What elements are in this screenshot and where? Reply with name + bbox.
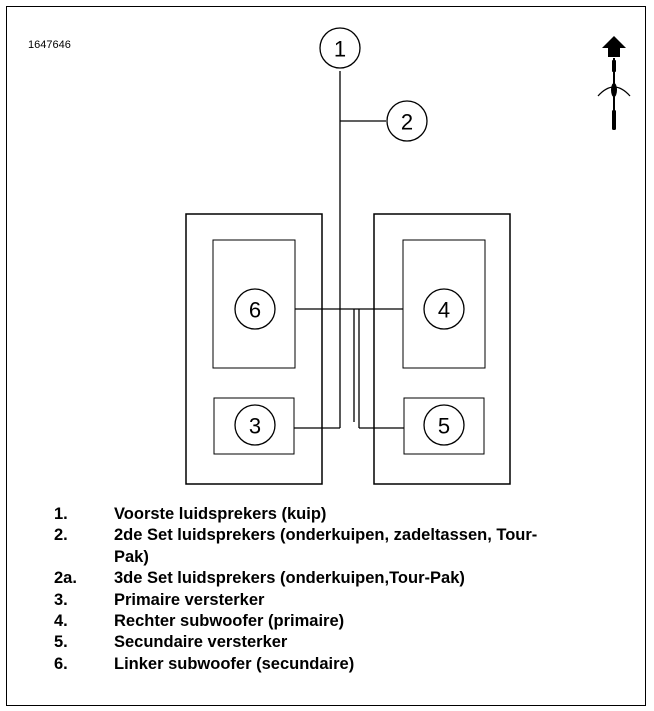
left-subwoofer-box: [212, 239, 296, 369]
callout-circle-1: [319, 27, 361, 69]
legend-number: 4.: [54, 612, 68, 631]
legend-item: 3. Primaire versterker: [54, 590, 634, 611]
legend-item: 1. Voorste luidsprekers (kuip): [54, 504, 634, 525]
callout-label-2: 2: [401, 110, 413, 135]
legend-item: 6. Linker subwoofer (secundaire): [54, 654, 634, 675]
legend-item: 2. 2de Set luidsprekers (onderkuipen, za…: [54, 525, 634, 568]
legend-text: Linker subwoofer (secundaire): [114, 654, 355, 673]
legend-number: 1.: [54, 505, 68, 523]
legend-number: 6.: [54, 654, 68, 673]
callout-circle-6: [234, 288, 276, 330]
legend: 1. Voorste luidsprekers (kuip) 2. 2de Se…: [54, 504, 634, 675]
legend-text: Voorste luidsprekers (kuip): [114, 505, 327, 523]
callout-circle-4: [423, 288, 465, 330]
legend-number: 5.: [54, 633, 68, 652]
legend-item: 4. Rechter subwoofer (primaire): [54, 611, 634, 632]
legend-text: Rechter subwoofer (primaire): [114, 612, 345, 631]
front-direction-icon: [597, 36, 631, 130]
legend-text: 2de Set luidsprekers (onderkuipen, zadel…: [114, 526, 538, 566]
callout-circle-5: [423, 404, 465, 446]
callout-label-3: 3: [249, 414, 261, 439]
callout-label-4: 4: [438, 298, 450, 323]
figure-frame: [6, 6, 646, 706]
primary-amplifier-box: [213, 397, 295, 455]
callout-circle-3: [234, 404, 276, 446]
callout-circle-2: [386, 100, 428, 142]
right-subwoofer-box: [402, 239, 486, 369]
legend-number: 2a.: [54, 569, 77, 588]
wiring-lines: [294, 71, 404, 429]
left-enclosure: [185, 213, 323, 485]
callout-label-1: 1: [334, 37, 346, 62]
callout-label-6: 6: [249, 298, 261, 323]
legend-text: Primaire versterker: [114, 590, 265, 609]
secondary-amplifier-box: [403, 397, 485, 455]
right-enclosure: [373, 213, 511, 485]
legend-text: 3de Set luidsprekers (onderkuipen,Tour-P…: [114, 569, 465, 588]
legend-number: 2.: [54, 526, 68, 545]
callout-label-5: 5: [438, 414, 450, 439]
legend-item: 5. Secundaire versterker: [54, 632, 634, 653]
legend-item: 2a. 3de Set luidsprekers (onderkuipen,To…: [54, 568, 634, 589]
figure-id: 1647646: [28, 39, 71, 51]
wiring-diagram: 1 2 6 4 3 5: [185, 27, 631, 485]
legend-text: Secundaire versterker: [114, 633, 288, 652]
legend-number: 3.: [54, 590, 68, 609]
